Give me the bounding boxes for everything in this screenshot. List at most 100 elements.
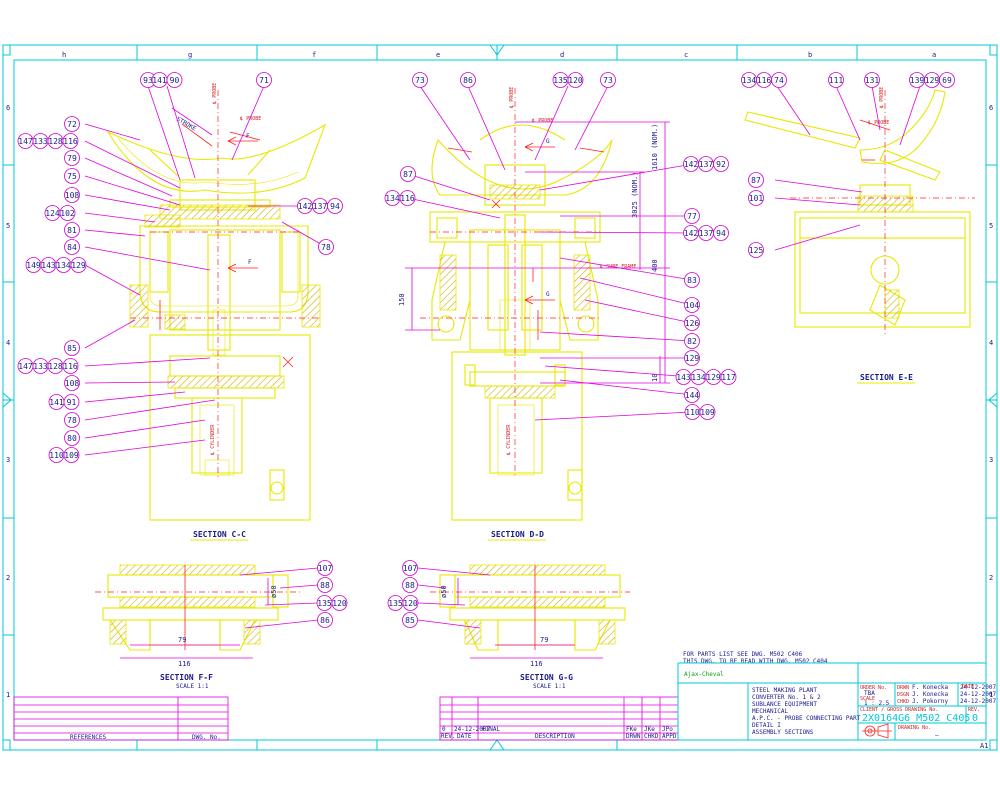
callout-circle bbox=[62, 133, 79, 149]
callout-number: 129 bbox=[71, 261, 86, 270]
callout-circle bbox=[402, 612, 418, 628]
note-line: FOR PARTS LIST SEE DWG. M502 C406 bbox=[683, 651, 803, 658]
callout-number: 108 bbox=[65, 191, 80, 200]
callout-number: 107 bbox=[318, 564, 333, 573]
callout-circle bbox=[412, 72, 428, 88]
callout-circle bbox=[699, 404, 716, 420]
callout-number: 110 bbox=[49, 451, 64, 460]
callout-circle bbox=[64, 412, 80, 428]
section-gg-view: 79 116 ø50 SECTION G-G SCALE 1:1 bbox=[417, 564, 630, 690]
title-line: A.P.C. - PROBE CONNECTING PART bbox=[752, 715, 861, 722]
callout-circle bbox=[64, 187, 80, 203]
row-label: 4 bbox=[989, 339, 993, 347]
arrow-g-label: G bbox=[546, 291, 550, 298]
callout-bubble-dd: 83 bbox=[684, 272, 700, 288]
callout-number: 87 bbox=[403, 170, 413, 179]
callout-bubble-gg: 88 bbox=[402, 577, 418, 593]
row-label: 6 bbox=[989, 104, 993, 112]
row-label: 1 bbox=[989, 691, 993, 699]
dim-dia: ø50 bbox=[270, 585, 278, 598]
rev-header: DATE bbox=[457, 733, 472, 740]
rev-row-chkd: JKe bbox=[644, 726, 655, 733]
role-name: F. Konecka bbox=[912, 684, 949, 691]
callout-number: 111 bbox=[829, 76, 844, 85]
row-label: 3 bbox=[989, 456, 993, 464]
callout-bubble-dd: 77 bbox=[684, 208, 700, 224]
title-line: DETAIL I bbox=[752, 722, 781, 729]
callout-number: 79 bbox=[67, 154, 77, 163]
callout-circle bbox=[684, 350, 700, 366]
title-line: STEEL MAKING PLANT bbox=[752, 687, 817, 694]
callout-bubble-dd: 73 bbox=[412, 72, 428, 88]
role-name: J. Pokorny bbox=[912, 698, 949, 705]
probe-axis-label: ℄ PROBE bbox=[531, 118, 553, 124]
col-label: h bbox=[62, 51, 66, 59]
callout-bubble-dd: 129 bbox=[684, 350, 700, 366]
role-label: DSGN bbox=[897, 692, 909, 698]
col-label: a bbox=[932, 51, 936, 59]
sheet-label: DRAWING No. bbox=[898, 725, 931, 731]
callout-number: 149 bbox=[26, 261, 41, 270]
callout-number: 141 bbox=[152, 76, 167, 85]
callout-circle bbox=[684, 387, 700, 403]
callout-circle bbox=[64, 150, 80, 166]
callout-bubble-cc: 108 bbox=[64, 187, 80, 203]
dim-dia: ø50 bbox=[440, 585, 448, 598]
role-date: 24-12-2007 bbox=[960, 691, 997, 698]
col-label: d bbox=[560, 51, 564, 59]
callout-circle bbox=[713, 225, 729, 241]
dim-79: 79 bbox=[540, 636, 548, 644]
callout-bubble-gg: 85 bbox=[402, 612, 418, 628]
section-gg-scale: SCALE 1:1 bbox=[533, 683, 566, 690]
section-ff-view: 79 116 ø50 SECTION F-F SCALE 1:1 bbox=[95, 564, 319, 690]
callout-bubble-ff: 88 bbox=[317, 577, 333, 593]
row-label: 2 bbox=[989, 574, 993, 582]
dim-400: 400 bbox=[651, 259, 659, 272]
callout-number: 88 bbox=[405, 581, 415, 590]
callout-number: 134 bbox=[56, 261, 71, 270]
callout-circle bbox=[64, 340, 80, 356]
callout-circle bbox=[64, 239, 80, 255]
callout-bubble-dd: 104 bbox=[684, 297, 700, 313]
callout-number: 128 bbox=[48, 362, 63, 371]
callout-number: 69 bbox=[942, 76, 952, 85]
callout-number: 129 bbox=[685, 354, 700, 363]
scale-label: SCALE bbox=[860, 696, 875, 702]
callout-number: 129 bbox=[925, 76, 940, 85]
callout-bubble-ee: 131 bbox=[864, 72, 880, 88]
role-date: 24-12-2007 bbox=[960, 698, 997, 705]
rev-row-desc: FINAL bbox=[482, 726, 500, 733]
section-ee-view: ℄ PROBE ℄ PROBE SECTION E-E bbox=[744, 85, 975, 384]
callout-number: 78 bbox=[67, 416, 77, 425]
cylinder-axis-label: ℄ CYLINDER bbox=[506, 424, 512, 456]
col-label: g bbox=[188, 51, 192, 59]
arrow-g-label: G bbox=[546, 138, 550, 145]
callout-number: 120 bbox=[568, 76, 583, 85]
callout-circle bbox=[317, 577, 333, 593]
callout-number: 102 bbox=[60, 209, 75, 218]
callout-number: 83 bbox=[687, 276, 697, 285]
callout-number: 108 bbox=[65, 379, 80, 388]
dim-3025: 3025 (NOM.) bbox=[631, 172, 639, 218]
callout-number: 82 bbox=[687, 337, 697, 346]
col-label: f bbox=[312, 51, 316, 59]
callout-number: 75 bbox=[67, 172, 77, 181]
callout-circle bbox=[64, 430, 80, 446]
callout-number: 73 bbox=[603, 76, 613, 85]
callout-number: 135 bbox=[553, 76, 568, 85]
callout-bubble-ee: 111 bbox=[828, 72, 844, 88]
callout-bubble-gg: 107 bbox=[402, 560, 418, 576]
section-dd-title: SECTION D-D bbox=[491, 530, 544, 539]
title-line: CONVERTER No. 1 & 2 bbox=[752, 694, 821, 701]
title-line: ASSEMBLY SECTIONS bbox=[752, 729, 814, 736]
cylinder-axis-label: ℄ CYLINDER bbox=[210, 424, 216, 456]
callout-number: 137 bbox=[313, 202, 328, 211]
projection-symbol-icon bbox=[862, 723, 892, 739]
callout-circle bbox=[684, 272, 700, 288]
callout-bubble-ee: 125 bbox=[748, 242, 764, 258]
